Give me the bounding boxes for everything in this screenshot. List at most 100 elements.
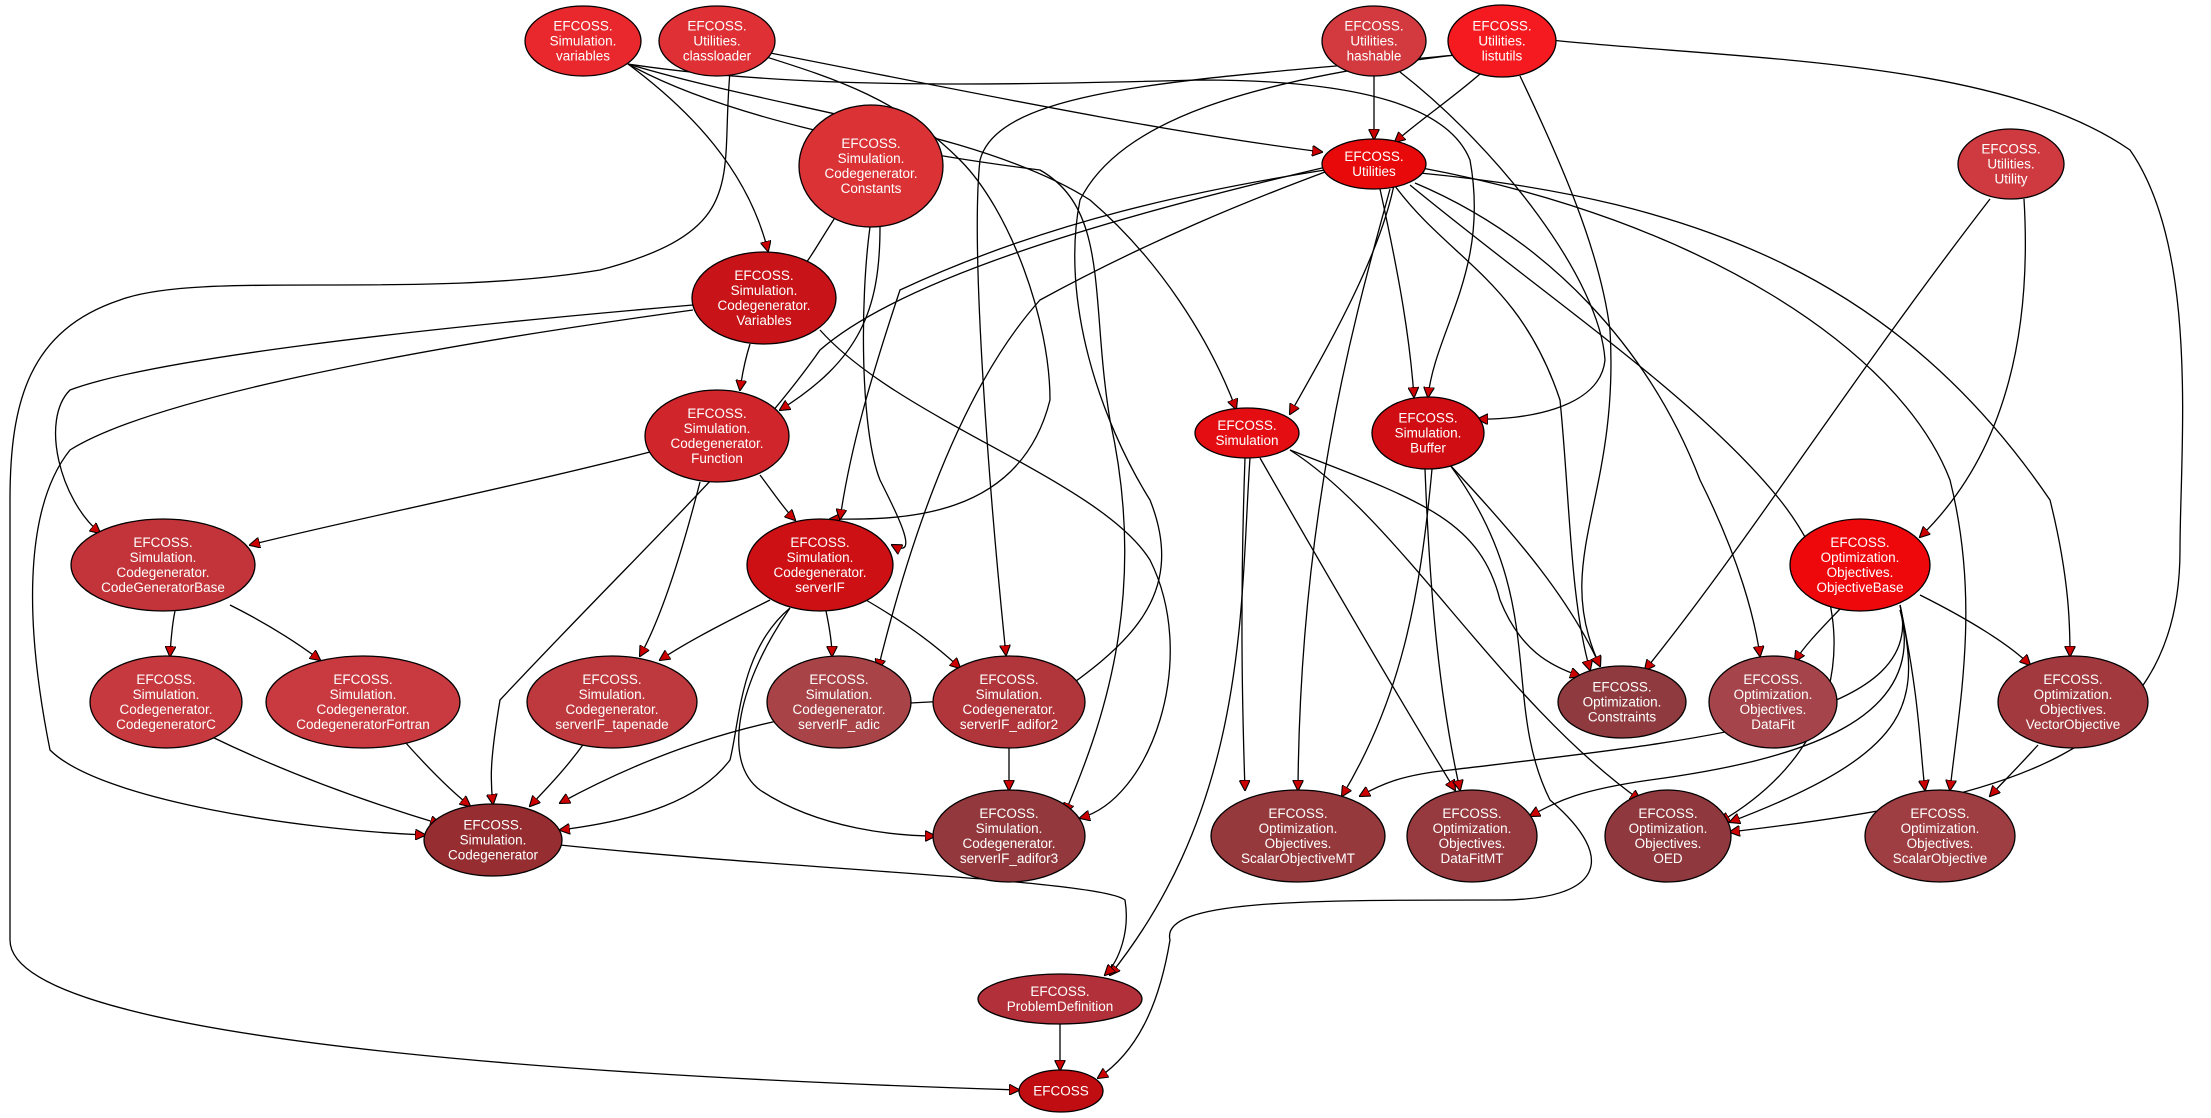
edge-util_classloader-to-utilities [759,50,1322,152]
node-label-line: EFCOSS. [1981,142,2040,157]
node-label-line: Objectives. [1635,836,1702,851]
node-label-line: Objectives. [1907,836,1974,851]
node-label-line: EFCOSS. [687,406,746,421]
edges-layer [9,39,2184,1090]
node-label-line: ScalarObjective [1893,851,1988,866]
node-cg_fortran[interactable]: EFCOSS.Simulation.Codegenerator.Codegene… [265,655,461,749]
node-shape [644,389,790,483]
node-cg_tapenade[interactable]: EFCOSS.Simulation.Codegenerator.serverIF… [526,655,698,749]
node-label-line: EFCOSS. [1472,19,1531,34]
node-shape [658,5,776,77]
node-label-line: EFCOSS. [1743,672,1802,687]
node-label-line: Simulation. [684,421,751,436]
node-obj_oed[interactable]: EFCOSS.Optimization.Objectives.OED [1604,789,1732,883]
node-label-line: serverIF_adic [798,717,880,732]
node-label-line: Objectives. [1265,836,1332,851]
node-label-line: ScalarObjectiveMT [1241,851,1355,866]
node-obj_scalar[interactable]: EFCOSS.Optimization.Objectives.ScalarObj… [1864,789,2016,883]
node-label-line: serverIF_adifor3 [960,851,1058,866]
node-opt_constraints[interactable]: EFCOSS.Optimization.Constraints [1557,665,1687,739]
edge-utilities-to-obj_scalar [1421,167,1967,790]
node-shape [1957,128,2065,200]
node-label-line: EFCOSS. [333,672,392,687]
node-label-line: Simulation. [330,687,397,702]
node-shape [746,518,894,612]
node-label-line: Simulation. [976,687,1043,702]
node-cg_adic[interactable]: EFCOSS.Simulation.Codegenerator.serverIF… [766,655,912,749]
node-label-line: EFCOSS. [1217,418,1276,433]
edge-utilities-to-obj_scalarmt [1298,188,1391,790]
node-cg_adifor2[interactable]: EFCOSS.Simulation.Codegenerator.serverIF… [932,655,1086,749]
node-cg_adifor3[interactable]: EFCOSS.Simulation.Codegenerator.serverIF… [932,789,1086,883]
node-label-line: Optimization. [2034,687,2113,702]
node-label-line: CodegeneratorC [116,717,216,732]
node-label-line: ProblemDefinition [1007,999,1114,1014]
node-shape [932,655,1086,749]
node-cg_constants[interactable]: EFCOSS.Simulation.Codegenerator.Constant… [798,104,944,228]
node-shape [526,655,698,749]
edge-util_listutils-to-utilities [1395,73,1481,142]
edge-obj_base-to-obj_scalarmt [1360,604,1904,796]
node-label-line: serverIF_adifor2 [960,717,1058,732]
node-utilities[interactable]: EFCOSS.Utilities [1321,138,1427,190]
node-util_hashable[interactable]: EFCOSS.Utilities.hashable [1321,5,1427,77]
node-obj_scalarmt[interactable]: EFCOSS.Optimization.Objectives.ScalarObj… [1210,789,1386,883]
node-cg_serverif[interactable]: EFCOSS.Simulation.Codegenerator.serverIF [746,518,894,612]
node-simulation[interactable]: EFCOSS.Simulation [1194,407,1300,459]
node-sim_variables[interactable]: EFCOSS.Simulation.variables [524,5,642,77]
node-label-line: EFCOSS. [463,818,522,833]
node-shape [89,655,243,749]
node-label-line: Optimization. [1734,687,1813,702]
node-label-line: Utilities. [693,34,740,49]
edge-sim_buffer-to-opt_constraints [1449,464,1600,666]
edge-utilities-to-cg_serverif [840,169,1326,519]
edge-cg_constants-to-cg_function [780,226,881,410]
edge-sim_buffer-to-efcoss [1098,464,1592,1078]
node-label-line: EFCOSS. [687,19,746,34]
node-label-line: serverIF_tapenade [555,717,668,732]
node-obj_base[interactable]: EFCOSS.Optimization.Objectives.Objective… [1789,518,1931,612]
node-shape [691,251,837,345]
node-label-line: Function [691,451,743,466]
edge-cg_variables-to-cg_base [54,304,694,533]
node-obj_vector[interactable]: EFCOSS.Optimization.Objectives.VectorObj… [1997,655,2149,749]
edge-util_classloader-to-efcoss [9,71,1019,1090]
node-util_classloader[interactable]: EFCOSS.Utilities.classloader [658,5,776,77]
node-label-line: Objectives. [2040,702,2107,717]
node-codegenerator[interactable]: EFCOSS.Simulation.Codegenerator [423,803,563,877]
node-label-line: Simulation. [550,34,617,49]
node-label-line: Simulation [1215,433,1278,448]
node-util_utility[interactable]: EFCOSS.Utilities.Utility [1957,128,2065,200]
node-label-line: EFCOSS. [1030,984,1089,999]
node-label-line: Constraints [1588,710,1657,725]
node-cg_function[interactable]: EFCOSS.Simulation.Codegenerator.Function [644,389,790,483]
node-util_listutils[interactable]: EFCOSS.Utilities.listutils [1447,4,1557,78]
node-cg_variables[interactable]: EFCOSS.Simulation.Codegenerator.Variable… [691,251,837,345]
node-shape [977,973,1143,1025]
edge-simulation-to-obj_oed [1289,449,1640,800]
edge-utilities-to-simulation [1290,179,1396,414]
edge-cg_serverif-to-cg_adifor2 [865,599,960,668]
node-obj_datafit[interactable]: EFCOSS.Optimization.Objectives.DataFit [1708,655,1838,749]
node-label-line: EFCOSS. [1592,680,1651,695]
node-label-line: Constants [841,181,902,196]
edge-cg_variables-to-cg_function [740,343,751,390]
node-label-line: EFCOSS. [1910,806,1969,821]
node-label-line: EFCOSS. [734,268,793,283]
node-label-line: Simulation. [133,687,200,702]
node-label-line: Codegenerator. [962,702,1055,717]
node-label-line: DataFitMT [1440,851,1503,866]
node-efcoss[interactable]: EFCOSS [1018,1069,1104,1113]
node-shape [1708,655,1838,749]
node-label-line: CodegeneratorFortran [296,717,430,732]
node-cg_base[interactable]: EFCOSS.Simulation.Codegenerator.CodeGene… [70,518,256,612]
node-cg_c[interactable]: EFCOSS.Simulation.Codegenerator.Codegene… [89,655,243,749]
edge-sim_variables-to-sim_buffer [627,63,1475,397]
edge-obj_base-to-obj_datafit [1795,608,1841,661]
node-sim_buffer[interactable]: EFCOSS.Simulation.Buffer [1371,396,1485,470]
edge-sim_variables-to-cg_variables [627,63,768,251]
node-problemdef[interactable]: EFCOSS.ProblemDefinition [977,973,1143,1025]
node-obj_datafitmt[interactable]: EFCOSS.Optimization.Objectives.DataFitMT [1406,789,1538,883]
node-label-line: Simulation. [130,550,197,565]
